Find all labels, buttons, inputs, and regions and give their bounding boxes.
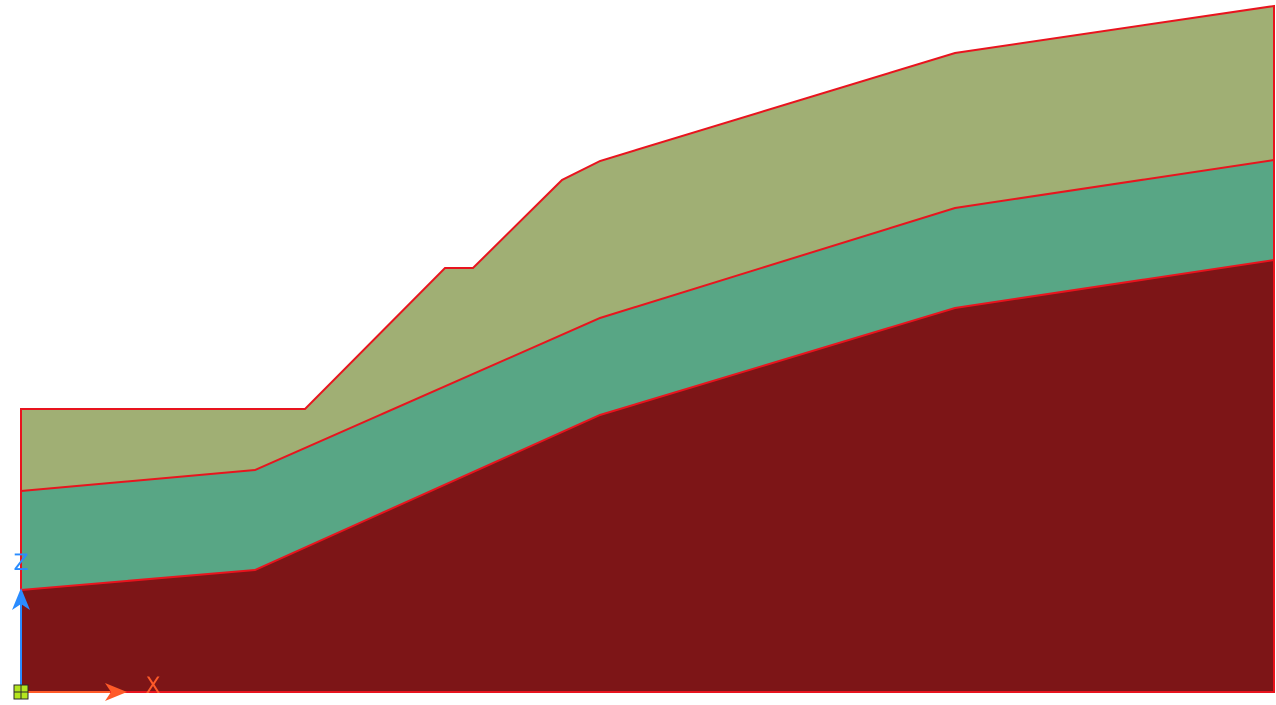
z-axis-label: Z	[13, 551, 28, 576]
ground-surface-line[interactable]	[20, 4, 1275, 693]
soil-layer-bedrock[interactable]	[21, 260, 1274, 692]
x-axis-label: X	[145, 674, 160, 699]
layer-interface-lower-line[interactable]	[20, 259, 1275, 591]
soil-layer-middle[interactable]	[21, 160, 1274, 590]
axis-triad: Z X	[12, 551, 161, 701]
layer-interface-upper-line[interactable]	[20, 159, 1275, 492]
soil-layer-top[interactable]	[21, 6, 1274, 491]
z-axis-arrowhead-icon	[12, 588, 30, 610]
x-axis-arrowhead-icon	[105, 683, 127, 701]
